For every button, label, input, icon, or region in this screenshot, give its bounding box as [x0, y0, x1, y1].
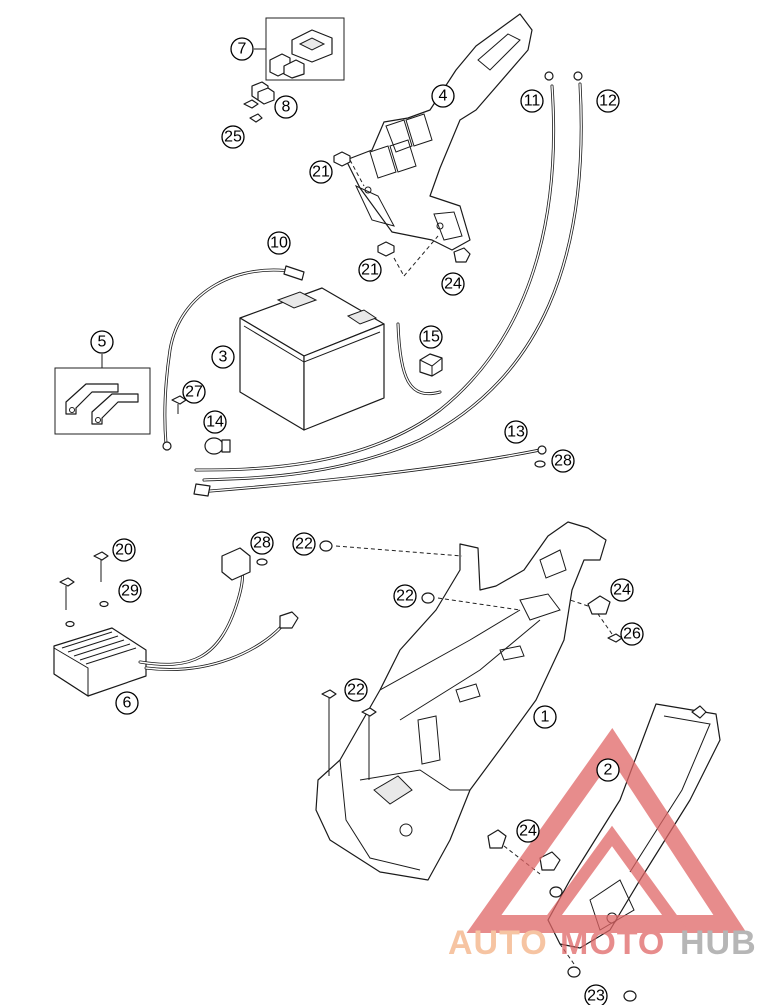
- svg-text:5: 5: [98, 334, 107, 351]
- callout-28-mid: 28: [250, 531, 274, 555]
- callout-11: 11: [520, 89, 544, 113]
- svg-text:8: 8: [282, 99, 291, 116]
- svg-text:3: 3: [219, 349, 228, 366]
- battery-strap-5: [54, 354, 151, 435]
- nut-21-top: [333, 151, 365, 187]
- callout-4: 4: [431, 84, 455, 108]
- fender-2: [547, 703, 721, 949]
- fuse-14: [204, 437, 231, 455]
- screw-26: [597, 613, 623, 643]
- svg-text:22: 22: [295, 536, 313, 553]
- svg-text:6: 6: [123, 695, 132, 712]
- tray-1: [315, 521, 607, 881]
- callout-13: 13: [504, 420, 528, 444]
- svg-text:1: 1: [541, 709, 550, 726]
- callout-2: 2: [596, 758, 620, 782]
- callout-22-middle: 22: [393, 584, 417, 608]
- svg-text:11: 11: [524, 93, 541, 110]
- callout-20: 20: [112, 538, 136, 562]
- battery-3: [239, 287, 385, 431]
- callout-22-upper: 22: [292, 532, 316, 556]
- svg-text:15: 15: [422, 329, 440, 346]
- callout-24-top: 24: [441, 272, 465, 296]
- watermark-text-moto: MOTO: [560, 924, 665, 962]
- callout-5: 5: [90, 330, 114, 354]
- watermark-text-auto: AUTO: [448, 924, 548, 962]
- callout-7: 7: [230, 37, 254, 61]
- svg-text:7: 7: [238, 41, 247, 58]
- nut-21-bottom: [377, 235, 439, 277]
- cable-12: [202, 71, 583, 482]
- svg-text:22: 22: [396, 588, 414, 605]
- callout-27: 27: [182, 380, 206, 404]
- callout-26: 26: [620, 622, 644, 646]
- callout-24-mid: 24: [610, 578, 634, 602]
- callout-14: 14: [203, 410, 227, 434]
- bolt-20: [93, 551, 109, 608]
- callout-24-bottom: 24: [516, 819, 540, 843]
- svg-text:29: 29: [121, 583, 139, 600]
- cable-11: [194, 71, 556, 472]
- washer-28-top: [534, 460, 546, 468]
- svg-text:10: 10: [270, 235, 288, 252]
- callout-12: 12: [596, 89, 620, 113]
- watermark-logo: AUTO MOTO HUB: [448, 728, 757, 962]
- clip-24-bottom: [487, 829, 563, 898]
- watermark-text-hub: HUB: [680, 924, 757, 962]
- callout-22-lower: 22: [344, 678, 368, 702]
- callout-23: 23: [584, 984, 608, 1005]
- svg-text:24: 24: [444, 276, 462, 293]
- svg-text:24: 24: [519, 823, 537, 840]
- svg-text:14: 14: [206, 414, 224, 431]
- svg-text:24: 24: [613, 582, 631, 599]
- svg-text:13: 13: [507, 424, 525, 441]
- svg-text:28: 28: [253, 535, 271, 552]
- svg-text:22: 22: [347, 682, 365, 699]
- svg-text:4: 4: [439, 88, 448, 105]
- svg-text:21: 21: [361, 262, 379, 279]
- callout-29: 29: [118, 579, 142, 603]
- callout-layer: 1 2 3 4 5 6 7 8 10 11 12 13 14 15 20 21 …: [90, 37, 644, 1005]
- callout-15: 15: [419, 325, 443, 349]
- battery-holder-4: [345, 13, 533, 251]
- svg-text:12: 12: [599, 93, 617, 110]
- cable-10: [162, 265, 305, 451]
- svg-text:25: 25: [224, 129, 242, 146]
- svg-text:23: 23: [587, 988, 605, 1005]
- callout-8: 8: [274, 95, 298, 119]
- svg-text:20: 20: [115, 542, 133, 559]
- svg-text:26: 26: [623, 626, 641, 643]
- cable-13: [193, 445, 547, 497]
- regulator-6: [53, 547, 299, 697]
- callout-21-top: 21: [309, 160, 333, 184]
- washer-28-mid: [256, 558, 268, 566]
- callout-25: 25: [221, 125, 245, 149]
- screw-27: [171, 395, 187, 414]
- screw-25: [243, 99, 263, 123]
- svg-text:27: 27: [185, 384, 203, 401]
- connector-group-7: [254, 17, 345, 81]
- callout-28-right: 28: [551, 449, 575, 473]
- svg-text:28: 28: [554, 453, 572, 470]
- callout-3: 3: [211, 345, 235, 369]
- screws-22: [319, 540, 521, 780]
- clip-24-top: [453, 247, 471, 263]
- callout-10: 10: [267, 231, 291, 255]
- callout-1: 1: [533, 705, 557, 729]
- bolt-29: [59, 577, 75, 628]
- svg-text:2: 2: [604, 762, 613, 779]
- svg-text:21: 21: [312, 164, 330, 181]
- screw-23: [559, 943, 637, 1002]
- clip-8: [251, 81, 275, 105]
- callout-6: 6: [115, 691, 139, 715]
- cap-15: [396, 322, 443, 396]
- clip-24-mid: [569, 595, 611, 615]
- callout-21-bottom: 21: [358, 258, 382, 282]
